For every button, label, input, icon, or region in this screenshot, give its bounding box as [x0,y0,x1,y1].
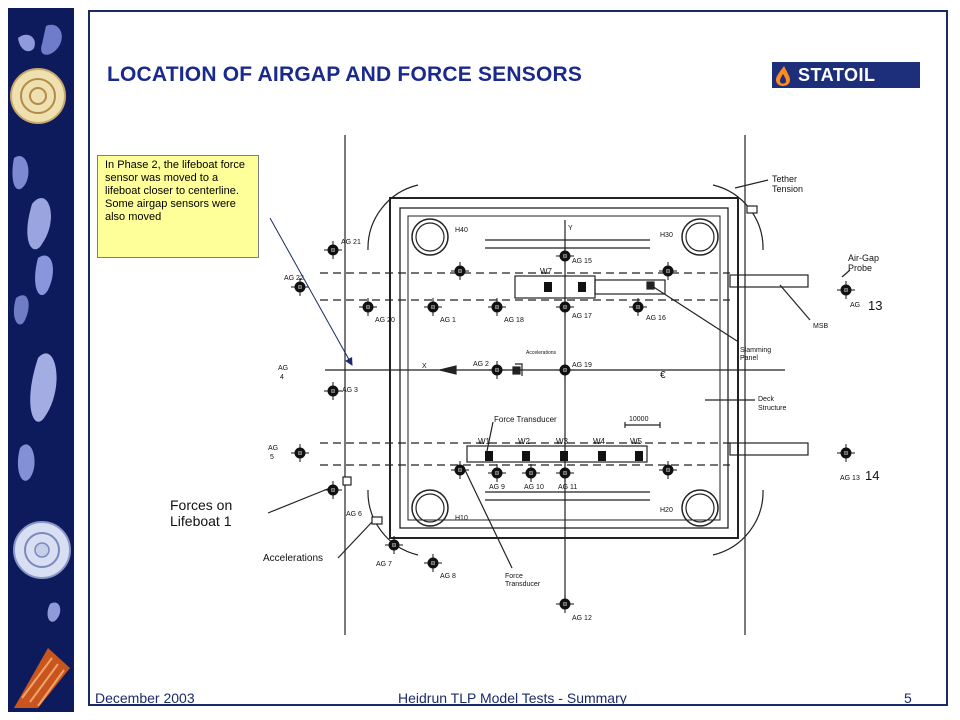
label-ag10: AG 10 [524,484,544,491]
label-ag14: AG 13 [840,475,860,482]
handwritten-labels: 13 14 [865,298,882,483]
callout-accelerations: Accelerations [263,553,323,564]
callout-airgap-1: Air-Gap [848,253,879,263]
callout-tether-2: Tension [772,184,803,194]
label-ag12: AG 12 [572,615,592,622]
label-ag9: AG 9 [489,484,505,491]
label-ag14-handwritten: 14 [865,468,879,483]
label-ag19: AG 19 [572,362,592,369]
footer-presentation-title: Heidrun TLP Model Tests - Summary [398,690,627,706]
callout-slamming-2: Panel [740,355,758,362]
statoil-logo: STATOIL [772,62,920,88]
callout-deck-1: Deck [758,396,774,403]
label-ag7: AG 7 [376,561,392,568]
centerline-mark: € [660,370,666,381]
label-ag6: AG 6 [346,511,362,518]
label-ag8: AG 8 [440,573,456,580]
airgap-sensors [290,240,856,614]
label-ag5-bottom: 5 [270,454,274,461]
logo-text: STATOIL [798,64,876,85]
label-ag16: AG 16 [646,315,666,322]
footer-page-number: 5 [904,690,912,706]
callout-slamming-1: Slamming [740,347,771,354]
column-label-h40: H40 [455,227,468,234]
slide-title: LOCATION OF AIRGAP AND FORCE SENSORS [107,63,583,86]
label-ag15: AG 15 [572,258,592,265]
column-label-h10: H10 [455,515,468,522]
axis-x-label: X [422,363,427,370]
note-line-2: Some airgap sensors were also moved [105,198,236,223]
label-ag13-handwritten: 13 [868,298,882,313]
label-ag3: AG 3 [342,387,358,394]
callout-labels: Tether Tension Air-Gap Probe MSB Slammin… [170,174,879,588]
label-ag11: AG 11 [558,484,577,491]
label-ag5-top: AG [268,445,278,452]
callout-accelerations-small: Accelerations [526,350,557,356]
label-ag22: AG 22 [284,275,304,282]
wave-probe-labels: W7 W1 W2 W3 W4 W5 [478,267,643,446]
label-w1: W1 [478,437,491,446]
flame-drop-icon [776,66,790,86]
label-ag4-bottom: 4 [280,374,284,381]
label-ag13: AG [850,302,860,309]
callout-airgap-2: Probe [848,263,872,273]
label-w3: W3 [556,437,569,446]
callout-dimension: 10000 [629,416,649,423]
callout-tether-1: Tether [772,174,797,184]
decorative-side-band [8,8,74,712]
sensor-layout-drawing: H40 H30 H10 H20 AG 21 AG 22 AG 20 AG 1 A… [170,135,882,635]
footer-date: December 2003 [95,690,195,706]
label-w7: W7 [540,267,553,276]
label-ag21: AG 21 [341,239,361,246]
slide-frame [88,10,948,706]
axis-y-label: Y [568,225,573,232]
callout-forces-2: Lifeboat 1 [170,513,232,529]
label-ag18: AG 18 [504,317,524,324]
callout-deck-2: Structure [758,405,787,412]
label-w4: W4 [593,437,606,446]
callout-ft-bottom-2: Transducer [505,581,541,588]
drawing-linework [267,135,851,635]
label-ag2: AG 2 [473,361,489,368]
label-ag4-top: AG [278,365,288,372]
fossil-art-icon [10,24,71,708]
callout-ft-bottom-1: Force [505,573,523,580]
label-ag1: AG 1 [440,317,456,324]
wave-probes [485,282,643,461]
airgap-labels: AG 21 AG 22 AG 20 AG 1 AG 18 AG 17 AG 16… [268,239,860,622]
frame-top-rule [88,10,948,12]
yellow-note: In Phase 2, the lifeboat force sensor wa… [97,155,259,258]
label-w2: W2 [518,437,531,446]
callout-msb: MSB [813,323,829,330]
callout-force-transducer-top: Force Transducer [494,415,557,424]
note-line-1: In Phase 2, the lifeboat force sensor wa… [105,159,246,197]
callout-forces-1: Forces on [170,497,232,513]
label-ag20: AG 20 [375,317,395,324]
label-ag17: AG 17 [572,313,592,320]
column-label-h30: H30 [660,232,673,239]
column-label-h20: H20 [660,507,673,514]
label-w5: W5 [630,437,643,446]
column-labels: H40 H30 H10 H20 [455,227,673,522]
